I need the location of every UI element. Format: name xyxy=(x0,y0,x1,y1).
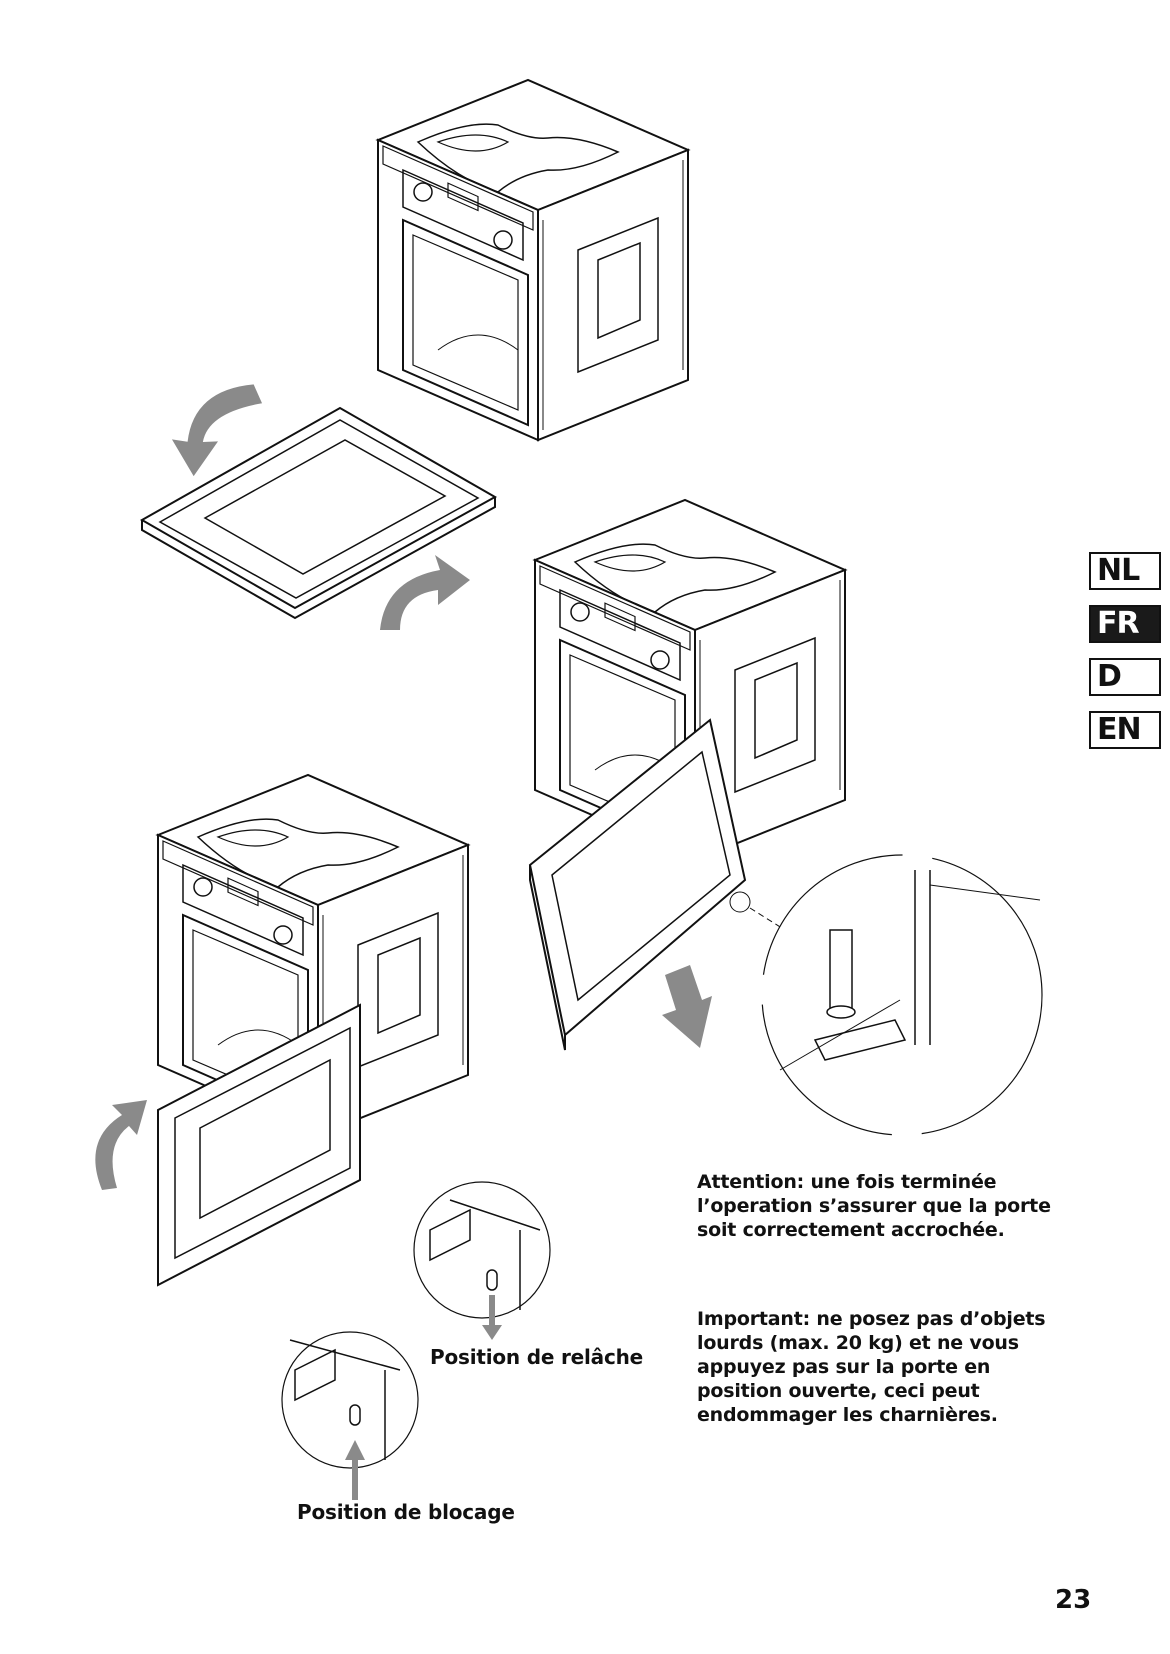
lang-tab-en[interactable]: EN xyxy=(1089,711,1161,749)
removed-door xyxy=(139,406,498,620)
lock-detail-circle xyxy=(281,1331,419,1500)
rotate-arrow-left xyxy=(95,1100,147,1190)
rotate-arrow-top-left xyxy=(171,384,263,477)
attention-line: l’operation s’assurer que la porte xyxy=(697,1195,1051,1217)
important-line: lourds (max. 20 kg) et ne vous xyxy=(697,1332,1019,1354)
important-line: appuyez pas sur la porte en xyxy=(697,1356,991,1378)
attention-line: soit correctement accrochée. xyxy=(697,1219,1005,1241)
oven-top-view xyxy=(377,79,689,441)
lock-position-caption: Position de blocage xyxy=(297,1500,515,1524)
door-open xyxy=(157,1003,361,1287)
lang-tab-nl[interactable]: NL xyxy=(1089,552,1161,590)
important-line: position ouverte, ceci peut xyxy=(697,1380,980,1402)
important-note: Important: ne posez pas d’objets lourds … xyxy=(697,1307,1057,1427)
important-line: endommager les charnières. xyxy=(697,1404,998,1426)
rotate-arrow-bottom xyxy=(380,555,470,630)
important-line: Important: ne posez pas d’objets xyxy=(697,1308,1046,1330)
door-tilting xyxy=(528,718,747,1051)
release-position-caption: Position de relâche xyxy=(430,1345,643,1369)
lang-tab-fr[interactable]: FR xyxy=(1089,605,1161,643)
page-number: 23 xyxy=(1055,1585,1092,1615)
release-detail-circle xyxy=(413,1181,551,1340)
attention-line: Attention: une fois terminée xyxy=(697,1171,997,1193)
attention-note: Attention: une fois terminée l’operation… xyxy=(697,1170,1057,1242)
down-arrow-right xyxy=(662,965,712,1048)
hinge-detail-circle xyxy=(729,854,1043,1136)
lang-tab-d[interactable]: D xyxy=(1089,658,1161,696)
